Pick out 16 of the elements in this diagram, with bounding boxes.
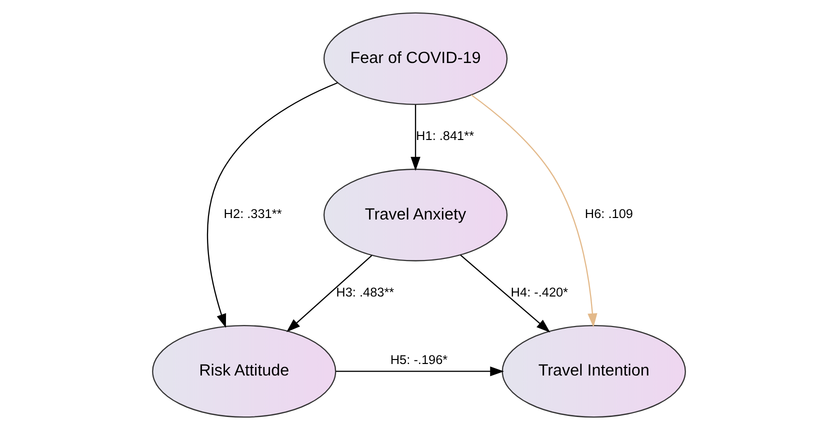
- arrow: [336, 366, 504, 376]
- edge-label: H5: -.196*: [390, 352, 448, 368]
- arrow: [206, 82, 338, 328]
- edge-label: H1: .841**: [416, 128, 474, 144]
- node-ellipse: Fear of COVID-19: [322, 12, 508, 105]
- arrow: [460, 254, 550, 332]
- node-ellipse: Travel Intention: [501, 325, 686, 418]
- node-ellipse: Risk Attitude: [152, 325, 336, 418]
- node-ellipse: Travel Anxiety: [322, 168, 508, 262]
- arrow: [410, 104, 420, 171]
- edge-label: H3: .483**: [336, 284, 394, 300]
- edge-label: H2: .331**: [223, 206, 282, 222]
- edge-label: H4: -.420*: [510, 284, 568, 300]
- edge-label: H6: .109: [584, 206, 632, 222]
- arrow: [470, 94, 597, 328]
- arrow: [286, 255, 372, 332]
